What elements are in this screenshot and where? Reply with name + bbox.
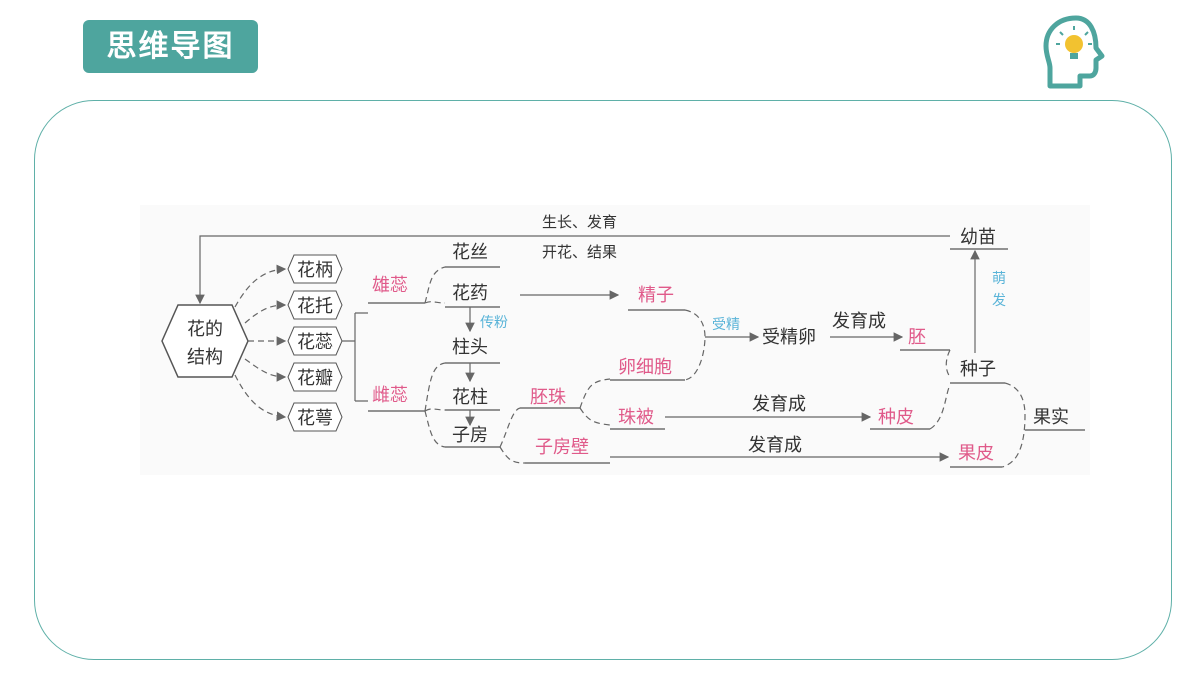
head-lightbulb-icon (1043, 15, 1105, 89)
develops-into-label-1: 发育成 (832, 311, 886, 332)
part-label-1: 花托 (297, 296, 333, 317)
part-label-0: 花柄 (297, 260, 333, 281)
stamen-label: 雄蕊 (372, 275, 408, 296)
page-title: 思维导图 (83, 20, 258, 73)
germination-label-char1: 萌 (992, 271, 1006, 287)
pistil-label: 雌蕊 (372, 385, 408, 406)
sperm-label: 精子 (638, 285, 674, 306)
part-box-0: 花柄 (287, 254, 343, 284)
part-label-3: 花瓣 (297, 368, 333, 389)
ovary-wall-label: 子房壁 (535, 437, 589, 458)
anther-label: 花药 (452, 283, 488, 304)
pericarp-label: 果皮 (958, 443, 994, 464)
part-box-4: 花萼 (287, 402, 343, 432)
develops-into-label-3: 发育成 (748, 435, 802, 456)
develops-into-label-2: 发育成 (752, 394, 806, 415)
ovary-label: 子房 (452, 425, 488, 446)
pollination-label: 传粉 (480, 315, 508, 331)
ovule-label: 胚珠 (530, 387, 566, 408)
growth-note-line1: 生长、发育 (542, 213, 617, 231)
part-box-2: 花蕊 (287, 326, 343, 356)
part-box-3: 花瓣 (287, 362, 343, 392)
seed-label: 种子 (960, 359, 996, 380)
part-box-1: 花托 (287, 290, 343, 320)
seedling-label: 幼苗 (960, 227, 996, 248)
egg-label: 卵细胞 (618, 357, 672, 378)
part-label-4: 花萼 (297, 408, 333, 429)
root-label-line2: 结构 (187, 347, 223, 368)
filament-label: 花丝 (452, 242, 488, 263)
part-label-2: 花蕊 (297, 332, 333, 353)
seed-coat-label: 种皮 (878, 407, 914, 428)
embryo-label: 胚 (908, 327, 926, 348)
root-label-line1: 花的 (187, 319, 223, 340)
stigma-label: 柱头 (452, 337, 488, 358)
growth-note-line2: 开花、结果 (542, 243, 617, 261)
fruit-label: 果实 (1033, 407, 1069, 428)
flower-structure-diagram: 花的 结构 花柄 花托 花蕊 花瓣 花萼 雄蕊 (140, 205, 1090, 475)
style-label: 花柱 (452, 387, 488, 408)
integument-label: 珠被 (618, 407, 654, 428)
fertilization-label: 受精 (712, 317, 740, 333)
zygote-label: 受精卵 (762, 327, 816, 348)
germination-label-char2: 发 (992, 293, 1006, 309)
